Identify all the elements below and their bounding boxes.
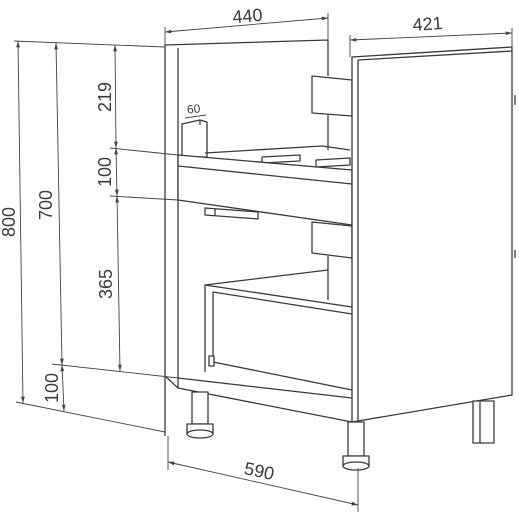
dim-line-total-height: [16, 40, 25, 404]
leg-post: [472, 400, 495, 444]
dim-line-top-width: [164, 16, 329, 34]
top-rail-edge: [177, 165, 353, 185]
label-hinge-offset: 60: [186, 101, 201, 116]
drawer-stop: [208, 355, 215, 367]
drawer-side-top: [204, 284, 353, 308]
label-total-height: 800: [0, 207, 19, 237]
upper-tray-part: [315, 157, 351, 168]
leg-foot-base: [186, 429, 214, 439]
ext-line-rail-top: [109, 147, 179, 156]
dimension-labels: 440 421 800 700 219 100 365 100 60 590: [0, 5, 443, 484]
cabinet-floor: [177, 377, 353, 399]
dim-line-side-depth: [349, 31, 513, 42]
label-body-height: 700: [36, 190, 56, 220]
ext-line-top: [13, 40, 166, 48]
drawer-side-inner: [212, 291, 353, 315]
right-side-panel: [351, 46, 513, 423]
hinge-block: [181, 119, 208, 158]
dimension-lines: [13, 13, 513, 512]
upper-guide-block: [311, 75, 353, 117]
dim-line-rail-height: [114, 147, 119, 197]
cabinet-top-edge: [164, 39, 329, 76]
cabinet-body: [164, 39, 516, 471]
dim-line-plinth-height: [60, 364, 66, 412]
leg-post: [347, 421, 365, 457]
ext-line-floor: [15, 401, 166, 433]
lower-drawer: [204, 269, 353, 391]
leg-front-right: [342, 421, 370, 471]
hinge-offset-leader: [184, 114, 207, 119]
label-side-depth: 421: [412, 13, 443, 35]
dim-line-upper-section: [113, 44, 118, 149]
ext-line-rail-bottom: [109, 195, 179, 201]
ext-line-body-bottom: [51, 363, 179, 379]
dim-line-bottom-width: [167, 461, 359, 506]
right-panel-top-inner: [357, 50, 513, 61]
drawer-back-outline: [204, 269, 329, 372]
plinth-corner: [164, 375, 179, 389]
upper-tray-edge: [204, 145, 351, 154]
dim-line-drawer-section: [115, 195, 122, 372]
label-rail-height: 100: [95, 157, 115, 187]
leg-foot-base: [342, 461, 370, 471]
upper-tray-part: [261, 154, 301, 164]
label-upper-section: 219: [95, 82, 115, 112]
leg-front-left: [186, 391, 214, 439]
label-drawer-section: 365: [96, 269, 116, 299]
label-plinth-height: 100: [42, 373, 62, 403]
drawer-bottom: [212, 361, 353, 391]
label-top-width: 440: [232, 5, 264, 28]
dim-line-body-height: [54, 42, 64, 366]
leg-back-right: [472, 400, 495, 444]
lower-guide-block: [311, 221, 353, 259]
rail-bracket: [204, 207, 259, 220]
leg-post: [191, 391, 209, 425]
